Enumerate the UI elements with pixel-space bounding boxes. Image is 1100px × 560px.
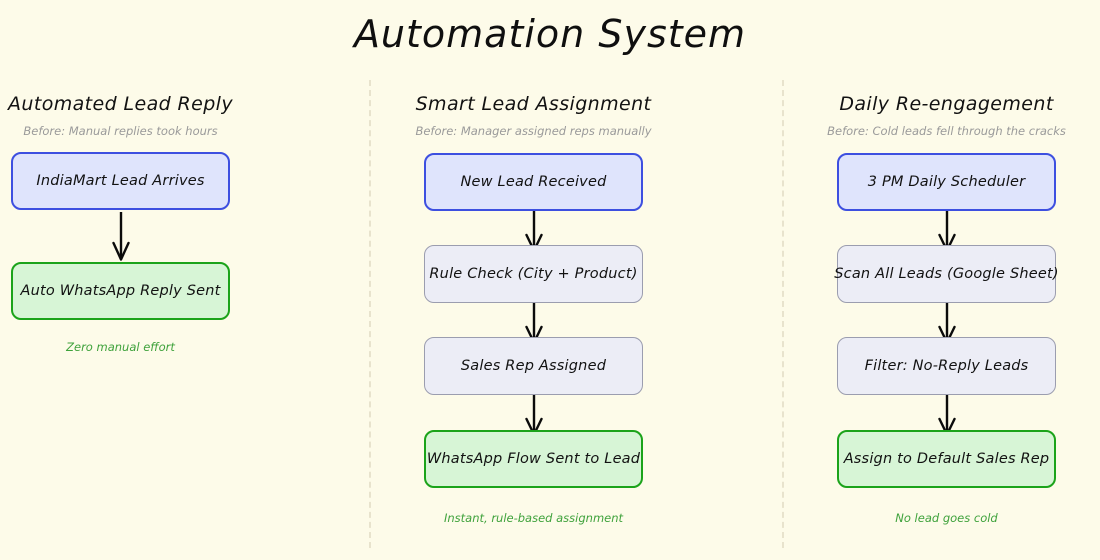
column-divider-2 bbox=[782, 80, 784, 548]
flow-node-label: Assign to Default Sales Rep bbox=[843, 451, 1050, 467]
flow-node-label: 3 PM Daily Scheduler bbox=[867, 174, 1026, 190]
flow-node-label: Auto WhatsApp Reply Sent bbox=[20, 283, 221, 299]
column-subtitle: Before: Manual replies took hours bbox=[23, 124, 218, 138]
column-subtitle: Before: Cold leads fell through the crac… bbox=[827, 124, 1066, 138]
flow-node-assign-to-default-sales-rep[interactable]: Assign to Default Sales Rep bbox=[837, 430, 1056, 488]
column-title: Daily Re-engagement bbox=[839, 93, 1054, 115]
column-divider-1 bbox=[369, 80, 371, 548]
flow-node-auto-whatsapp-reply-sent[interactable]: Auto WhatsApp Reply Sent bbox=[11, 262, 230, 320]
flow-node-3pm-daily-scheduler[interactable]: 3 PM Daily Scheduler bbox=[837, 153, 1056, 211]
flow-node-scan-all-leads[interactable]: Scan All Leads (Google Sheet) bbox=[834, 245, 1059, 303]
flow-node-whatsapp-flow-sent-to-lead[interactable]: WhatsApp Flow Sent to Lead bbox=[424, 430, 643, 488]
flow-node-indiamart-lead-arrives[interactable]: IndiaMart Lead Arrives bbox=[11, 152, 230, 210]
column-subtitle: Before: Manager assigned reps manually bbox=[415, 124, 652, 138]
flow-node-label: Sales Rep Assigned bbox=[460, 358, 607, 374]
column-caption: No lead goes cold bbox=[895, 511, 998, 525]
flow-node-label: New Lead Received bbox=[460, 174, 607, 190]
flow-node-new-lead-received[interactable]: New Lead Received bbox=[424, 153, 643, 211]
flow-node-rule-check[interactable]: Rule Check (City + Product) bbox=[424, 245, 643, 303]
flow-node-label: WhatsApp Flow Sent to Lead bbox=[426, 451, 641, 467]
arrow-down-icon bbox=[108, 212, 134, 262]
flow-node-sales-rep-assigned[interactable]: Sales Rep Assigned bbox=[424, 337, 643, 395]
flow-node-filter-no-reply-leads[interactable]: Filter: No-Reply Leads bbox=[837, 337, 1056, 395]
column-title: Automated Lead Reply bbox=[8, 93, 233, 115]
page-title: Automation System bbox=[353, 12, 747, 56]
flow-node-label: IndiaMart Lead Arrives bbox=[36, 173, 205, 189]
flow-node-label: Rule Check (City + Product) bbox=[429, 266, 638, 282]
flow-node-label: Scan All Leads (Google Sheet) bbox=[834, 266, 1059, 282]
flow-node-label: Filter: No-Reply Leads bbox=[864, 358, 1029, 374]
column-caption: Zero manual effort bbox=[66, 340, 175, 354]
column-title: Smart Lead Assignment bbox=[415, 93, 652, 115]
column-caption: Instant, rule-based assignment bbox=[443, 511, 624, 525]
